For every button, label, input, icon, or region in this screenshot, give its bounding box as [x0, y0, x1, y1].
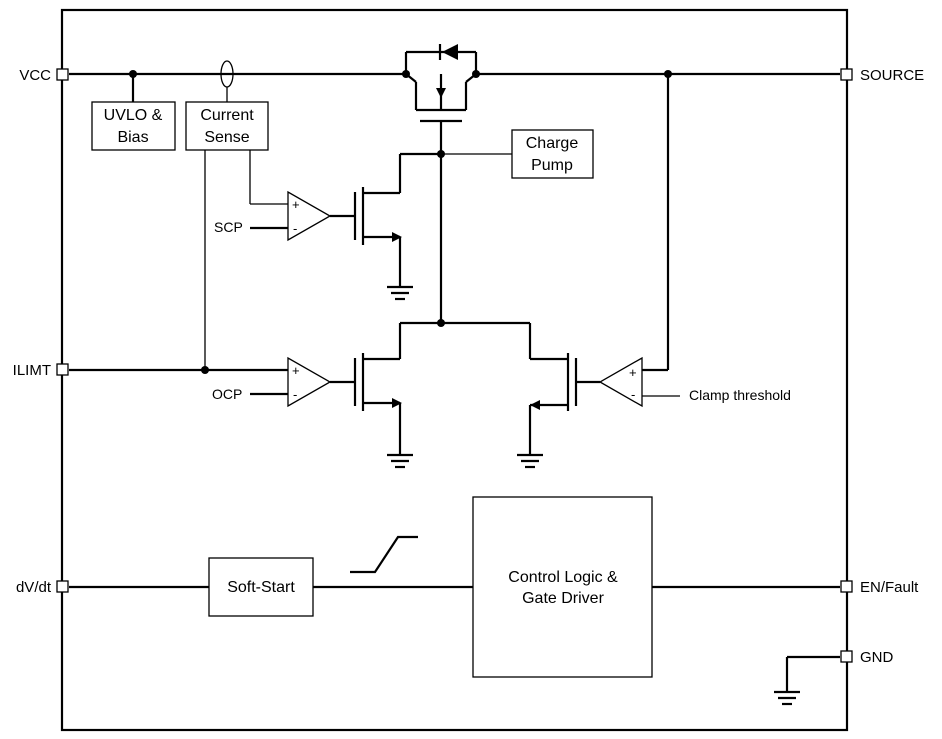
minus-sign: - [293, 221, 297, 236]
plus-sign: + [292, 197, 300, 212]
gnd-pin [840, 650, 853, 663]
ocp-pulldown-fet [353, 323, 402, 455]
enfault-pin-label: EN/Fault [860, 579, 919, 596]
dvdt-pin-label: dV/dt [16, 579, 52, 596]
plus-sign: + [292, 363, 300, 378]
minus-sign: - [293, 387, 297, 402]
uvlo-label-2: Bias [117, 129, 148, 146]
ocp-label: OCP [212, 386, 242, 402]
ramp-icon [350, 535, 418, 574]
uvlo-bias-block [91, 101, 176, 151]
current-sense-label-2: Sense [204, 129, 249, 146]
charge-pump-label-2: Pump [531, 157, 573, 174]
source-pin [840, 68, 853, 81]
ground-icon [517, 453, 543, 469]
uvlo-label-1: UVLO & [104, 107, 163, 124]
vcc-pin-label: VCC [19, 67, 51, 84]
ocp-comparator [287, 356, 332, 408]
clamp-fet [528, 323, 578, 455]
current-sense-block [185, 101, 269, 151]
power-mosfet [404, 44, 478, 123]
junction-dot [664, 70, 672, 78]
current-sense-label-1: Current [200, 107, 254, 124]
gnd-pin-label: GND [860, 649, 894, 666]
junction-dot [201, 366, 209, 374]
clamp-threshold-label: Clamp threshold [689, 387, 791, 403]
ilimt-pin-label: ILIMT [13, 362, 51, 379]
scp-comparator [287, 190, 332, 242]
soft-start-block [208, 557, 314, 617]
enfault-pin [840, 580, 853, 593]
vcc-pin [56, 68, 69, 81]
scp-label: SCP [214, 219, 243, 235]
minus-sign: - [631, 387, 635, 402]
charge-pump-block [511, 129, 594, 179]
scp-pulldown-fet [353, 152, 441, 287]
control-logic-label-1: Control Logic & [508, 569, 618, 586]
ground-icon [387, 453, 413, 469]
junction-dot [472, 70, 480, 78]
body-diode-icon [442, 44, 458, 60]
dvdt-pin [56, 580, 69, 593]
soft-start-label: Soft-Start [227, 579, 295, 596]
control-logic-block [472, 496, 653, 678]
junction-dot [402, 70, 410, 78]
ilimt-pin [56, 363, 69, 376]
clamp-comparator [598, 356, 643, 408]
control-logic-label-2: Gate Driver [522, 590, 604, 607]
ground-icon [774, 690, 800, 706]
ground-icon [387, 285, 413, 301]
source-pin-label: SOURCE [860, 67, 924, 84]
plus-sign: + [629, 365, 637, 380]
charge-pump-label-1: Charge [526, 135, 579, 152]
